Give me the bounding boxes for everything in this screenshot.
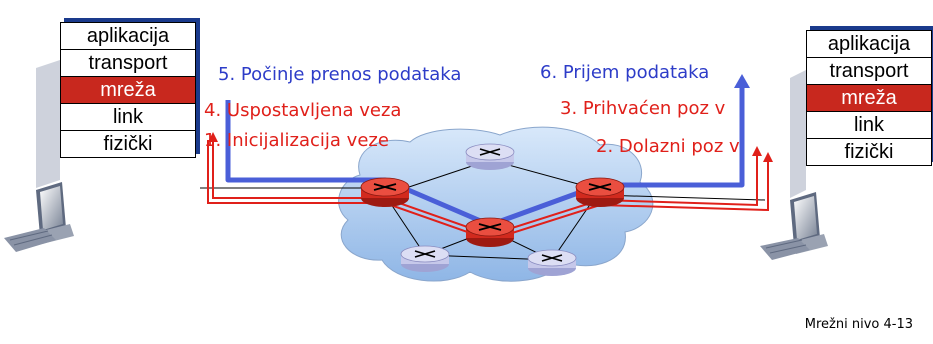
left-protocol-stack: aplikacija transport mreža link fizički bbox=[60, 22, 196, 158]
layer-physical: fizički bbox=[844, 141, 894, 163]
router-icon bbox=[465, 217, 515, 247]
layer-network: mreža bbox=[61, 77, 195, 104]
step-2-label: 2. Dolazni poz v bbox=[596, 136, 740, 157]
step-5-label: 5. Počinje prenos podataka bbox=[218, 64, 462, 85]
layer-link: link bbox=[807, 112, 931, 139]
signaling-arrows bbox=[208, 132, 773, 162]
router-icon bbox=[575, 177, 625, 207]
stack-shadow bbox=[790, 70, 806, 198]
step-4-label: 4. Uspostavljena veza bbox=[204, 100, 402, 121]
right-protocol-stack: aplikacija transport mreža link fizički bbox=[806, 30, 932, 166]
computer-icon bbox=[760, 192, 828, 260]
router-icon bbox=[400, 245, 450, 272]
router-icon bbox=[360, 177, 410, 207]
step-1-label: 1. Inicijalizacija veze bbox=[204, 130, 389, 151]
router-icon bbox=[527, 249, 577, 276]
router-icon bbox=[465, 143, 515, 170]
layer-application: aplikacija bbox=[807, 31, 931, 58]
computer-icon bbox=[4, 182, 74, 252]
slide-footer: Mrežni nivo 4-13 bbox=[804, 317, 913, 332]
layer-link: link bbox=[61, 104, 195, 131]
layer-physical: fizički bbox=[103, 133, 153, 155]
layer-network: mreža bbox=[807, 85, 931, 112]
stack-shadow bbox=[36, 60, 60, 188]
step-6-label: 6. Prijem podataka bbox=[540, 62, 710, 83]
step-3-label: 3. Prihvaćen poz v bbox=[560, 98, 726, 119]
layer-transport: transport bbox=[807, 58, 931, 85]
layer-application: aplikacija bbox=[61, 23, 195, 50]
layer-transport: transport bbox=[61, 50, 195, 77]
